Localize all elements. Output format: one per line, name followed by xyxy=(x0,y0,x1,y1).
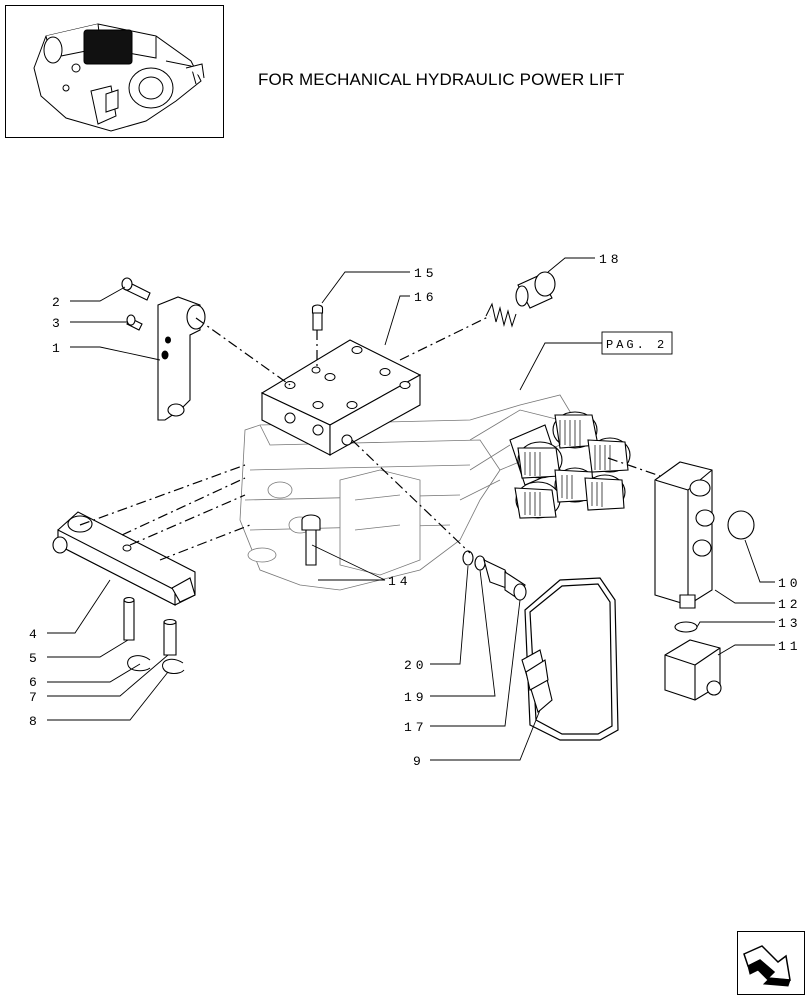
coupler-group xyxy=(509,411,631,519)
fitting-assembly xyxy=(462,550,527,601)
plug-and-spring xyxy=(485,271,556,328)
callout-13: 13 xyxy=(778,616,802,631)
callout-15: 15 xyxy=(414,266,438,281)
cover-plate xyxy=(260,339,422,456)
coupler-block-assembly xyxy=(654,461,755,701)
callout-18: 18 xyxy=(599,252,623,267)
assembly-lines xyxy=(79,315,661,561)
callout-4: 4 xyxy=(29,627,41,642)
page-title: FOR MECHANICAL HYDRAULIC POWER LIFT xyxy=(258,70,625,89)
callout-12: 12 xyxy=(778,597,802,612)
callout-14: 14 xyxy=(388,574,412,589)
callout-10: 10 xyxy=(778,576,802,591)
page-reference-label[interactable]: PAG. 2 xyxy=(606,338,667,352)
assembly-thumbnail xyxy=(5,5,224,138)
bracket-assembly xyxy=(121,277,206,421)
next-page-arrow-icon xyxy=(743,945,791,987)
callout-20: 20 xyxy=(404,658,428,673)
callout-1: 1 xyxy=(52,341,64,356)
callout-3: 3 xyxy=(52,316,64,331)
callout-2: 2 xyxy=(52,295,64,310)
callout-19: 19 xyxy=(404,690,428,705)
page-reference[interactable]: PAG. 2 xyxy=(601,331,673,355)
callout-16: 16 xyxy=(414,290,438,305)
callout-5: 5 xyxy=(29,651,41,666)
callout-8: 8 xyxy=(29,714,41,729)
screw-14 xyxy=(301,514,321,566)
next-page-button[interactable] xyxy=(737,931,805,995)
callout-7: 7 xyxy=(29,690,41,705)
leader-lines xyxy=(47,257,775,761)
lever-assembly xyxy=(52,511,196,674)
callout-17: 17 xyxy=(404,720,428,735)
callout-labels: 2 3 1 4 5 6 7 8 20 19 17 9 14 15 16 18 1… xyxy=(29,252,802,769)
callout-9: 9 xyxy=(413,754,425,769)
power-lift-thumbnail-icon xyxy=(33,23,205,132)
callout-6: 6 xyxy=(29,675,41,690)
cable-loop xyxy=(521,577,619,741)
callout-11: 11 xyxy=(778,639,802,654)
cap-screw xyxy=(311,304,324,331)
